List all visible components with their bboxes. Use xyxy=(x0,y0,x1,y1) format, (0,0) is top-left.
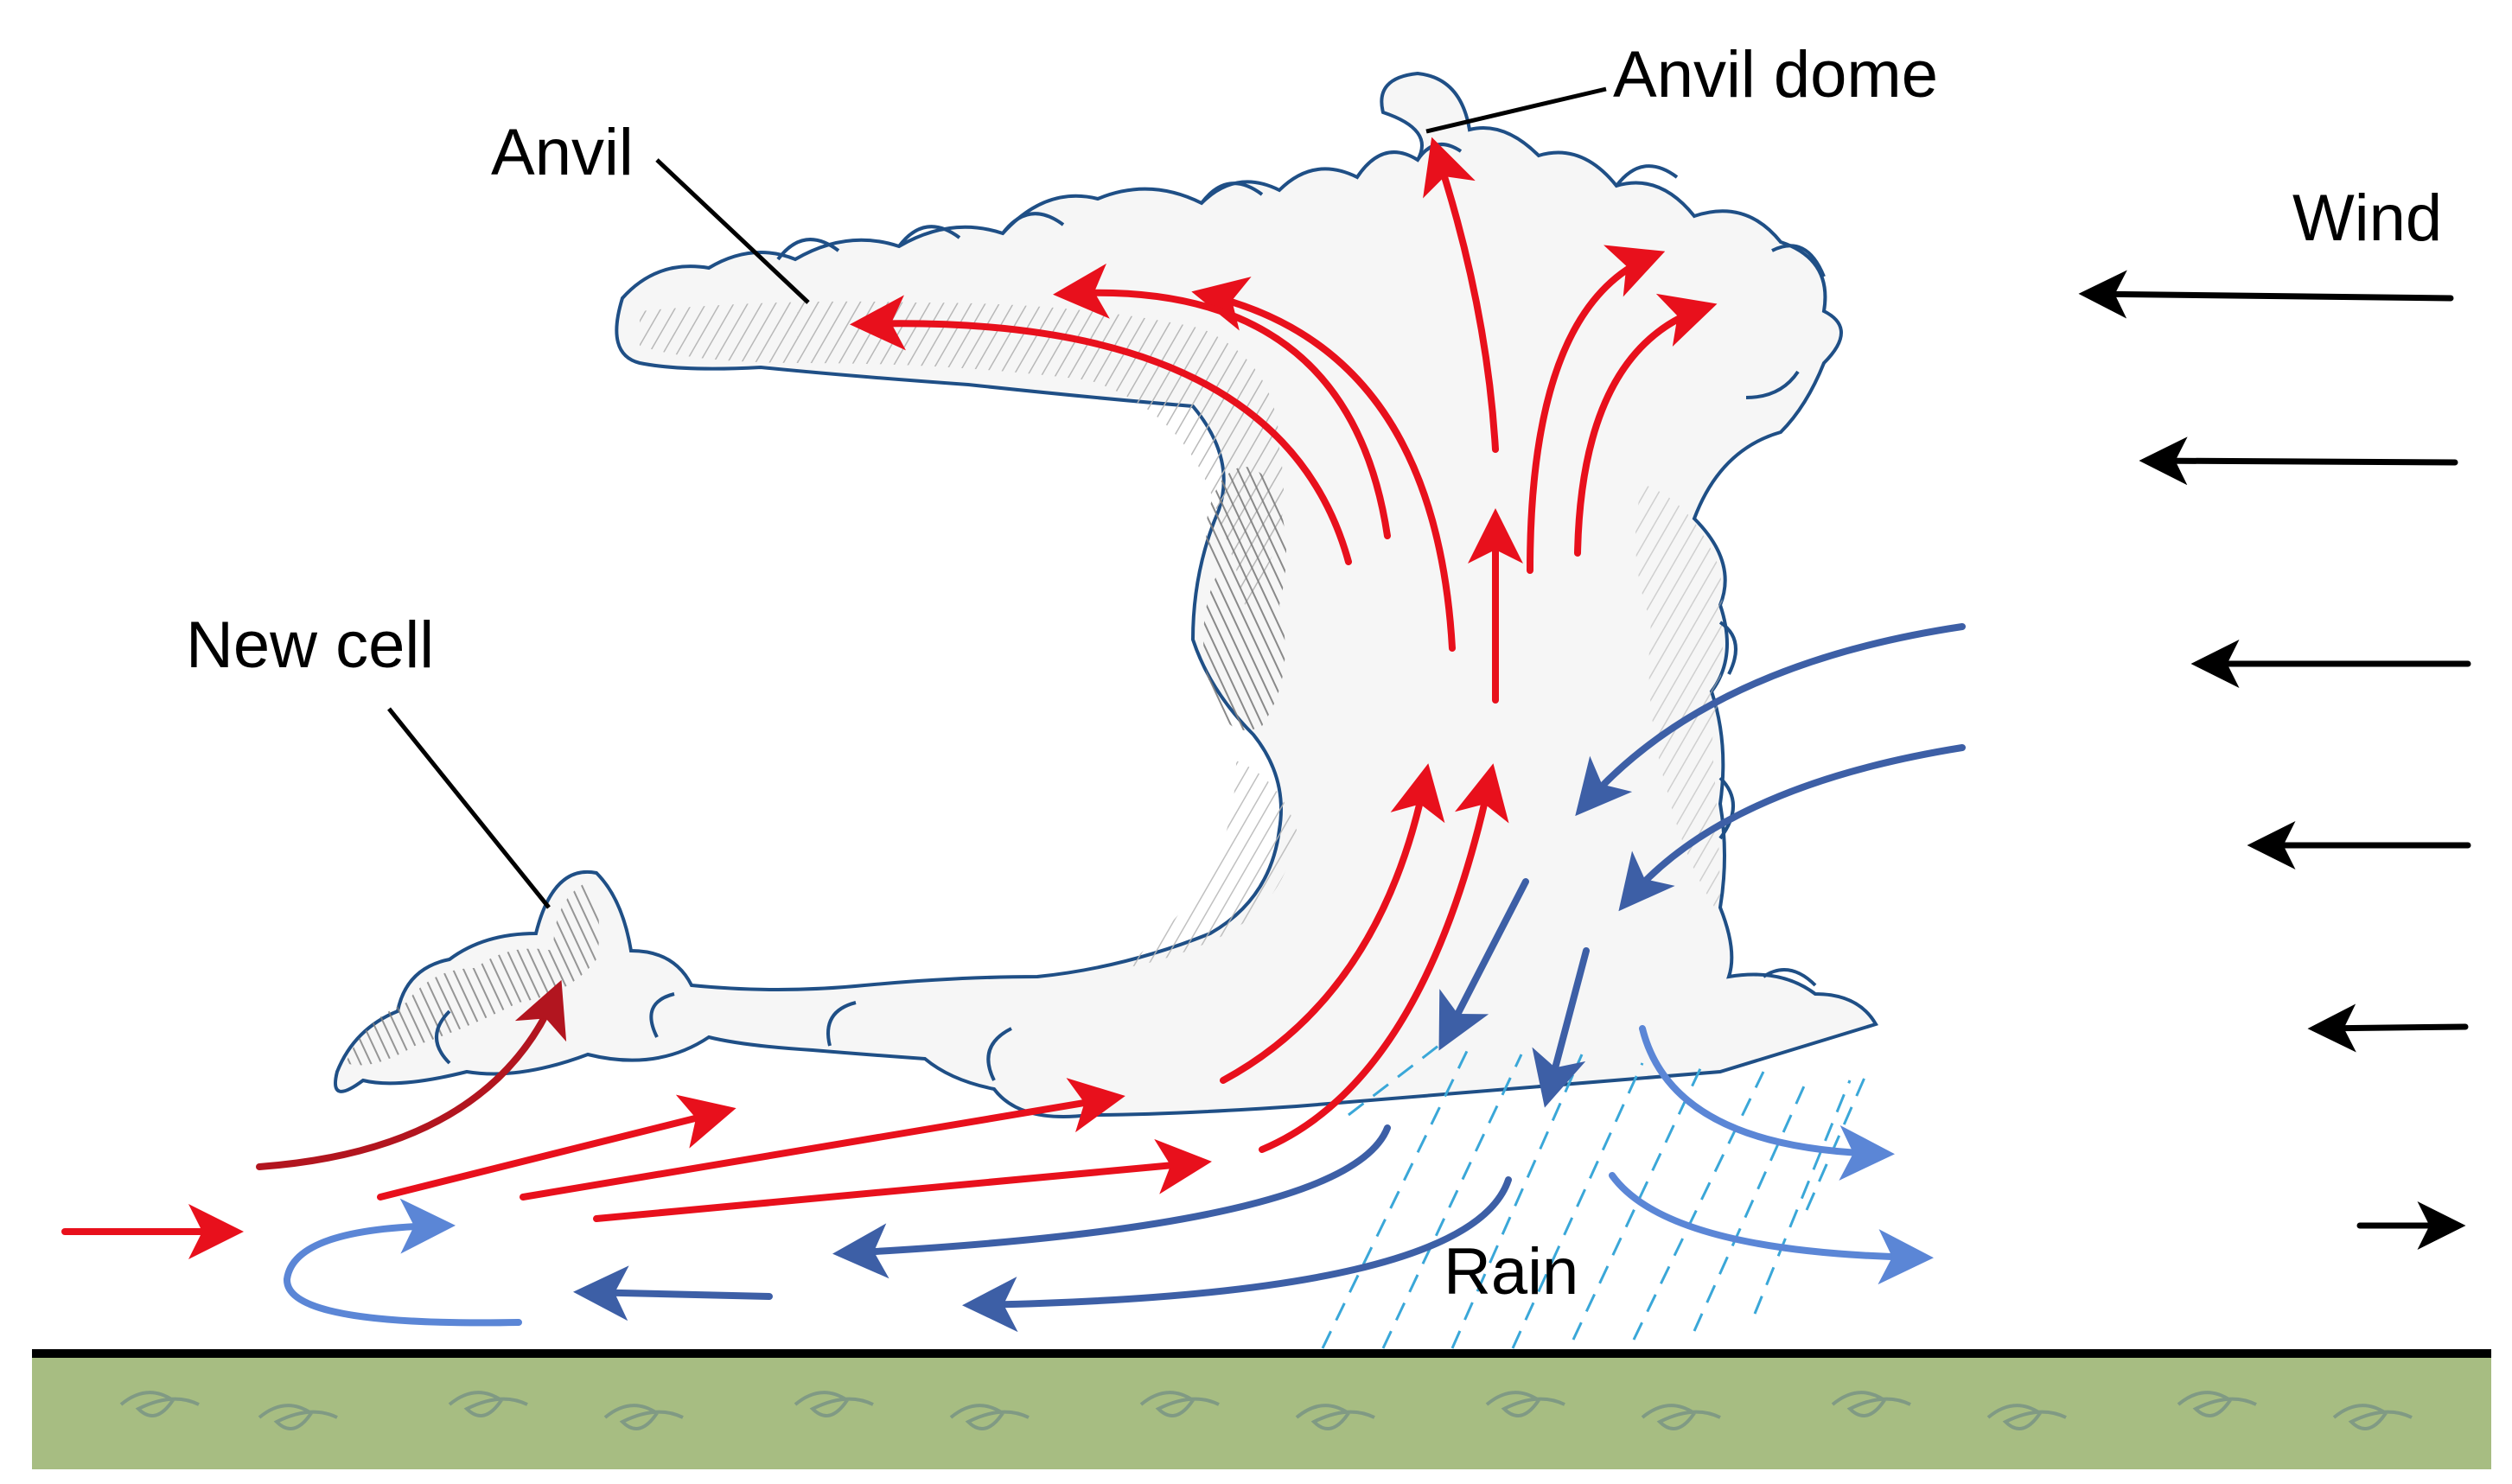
updraft-right-1 xyxy=(1527,245,1666,574)
downdraft-arrows xyxy=(283,623,1966,1333)
arrow-left-icon xyxy=(2078,270,2454,319)
rain-label: Rain xyxy=(1444,1235,1578,1309)
ground-strip xyxy=(32,1357,2491,1469)
arrow-left-icon xyxy=(2307,1003,2469,1053)
anvil-leader xyxy=(655,158,810,304)
ground xyxy=(32,1349,2491,1469)
cloud-scallops xyxy=(435,143,1826,1081)
gust-loop xyxy=(283,1198,522,1327)
wind-arrows xyxy=(2078,270,2471,1250)
anvil-dome-label: Anvil dome xyxy=(1613,38,1938,111)
downdraft-1 xyxy=(1438,878,1529,1051)
inflow-arrow-4 xyxy=(593,1138,1212,1222)
outflow-2 xyxy=(962,1176,1512,1333)
leader-lines xyxy=(387,86,1607,909)
downdraft-entry-1 xyxy=(1575,623,1966,817)
anvil-label: Anvil xyxy=(491,116,634,189)
storm-cloud xyxy=(334,71,1878,1118)
outflow-right-1 xyxy=(1639,1025,1895,1181)
tower-shading-lower xyxy=(1124,761,1297,968)
updraft-anvil-1 xyxy=(1191,277,1456,652)
updraft-curve-2 xyxy=(1259,763,1509,1153)
rain-streaks xyxy=(1321,1027,1869,1349)
wind-label: Wind xyxy=(2292,182,2442,255)
updraft-anvil-3 xyxy=(850,295,1352,565)
new-cell-shading xyxy=(346,882,600,1066)
inflow-arrow-2 xyxy=(377,1094,736,1201)
outflow-3 xyxy=(573,1265,773,1322)
arrow-left-icon xyxy=(2139,436,2458,486)
new-cell-leader xyxy=(387,707,551,909)
tower-shading-dark xyxy=(1203,467,1286,730)
right-tower-shading xyxy=(1635,484,1724,916)
downdraft-entry-2 xyxy=(1618,744,1966,912)
updraft-curve-1 xyxy=(1220,763,1445,1084)
updraft-anvil-2 xyxy=(1053,263,1391,539)
anvil-shading xyxy=(640,301,1284,605)
outflow-right-2 xyxy=(1609,1172,1934,1285)
downdraft-2 xyxy=(1532,947,1590,1108)
updraft-right-2 xyxy=(1574,293,1718,557)
updraft-arrows xyxy=(61,137,1718,1259)
outflow-1 xyxy=(832,1124,1391,1279)
updraft-top xyxy=(1423,137,1499,453)
anvil-dome-leader xyxy=(1425,86,1607,134)
grass-icon xyxy=(119,1391,2413,1430)
labels: Anvil dome Anvil Wind New cell Rain xyxy=(186,38,2442,1309)
new-cell-updraft xyxy=(256,979,567,1170)
new-cell-label: New cell xyxy=(186,608,434,682)
inflow-arrow-3 xyxy=(520,1078,1125,1201)
